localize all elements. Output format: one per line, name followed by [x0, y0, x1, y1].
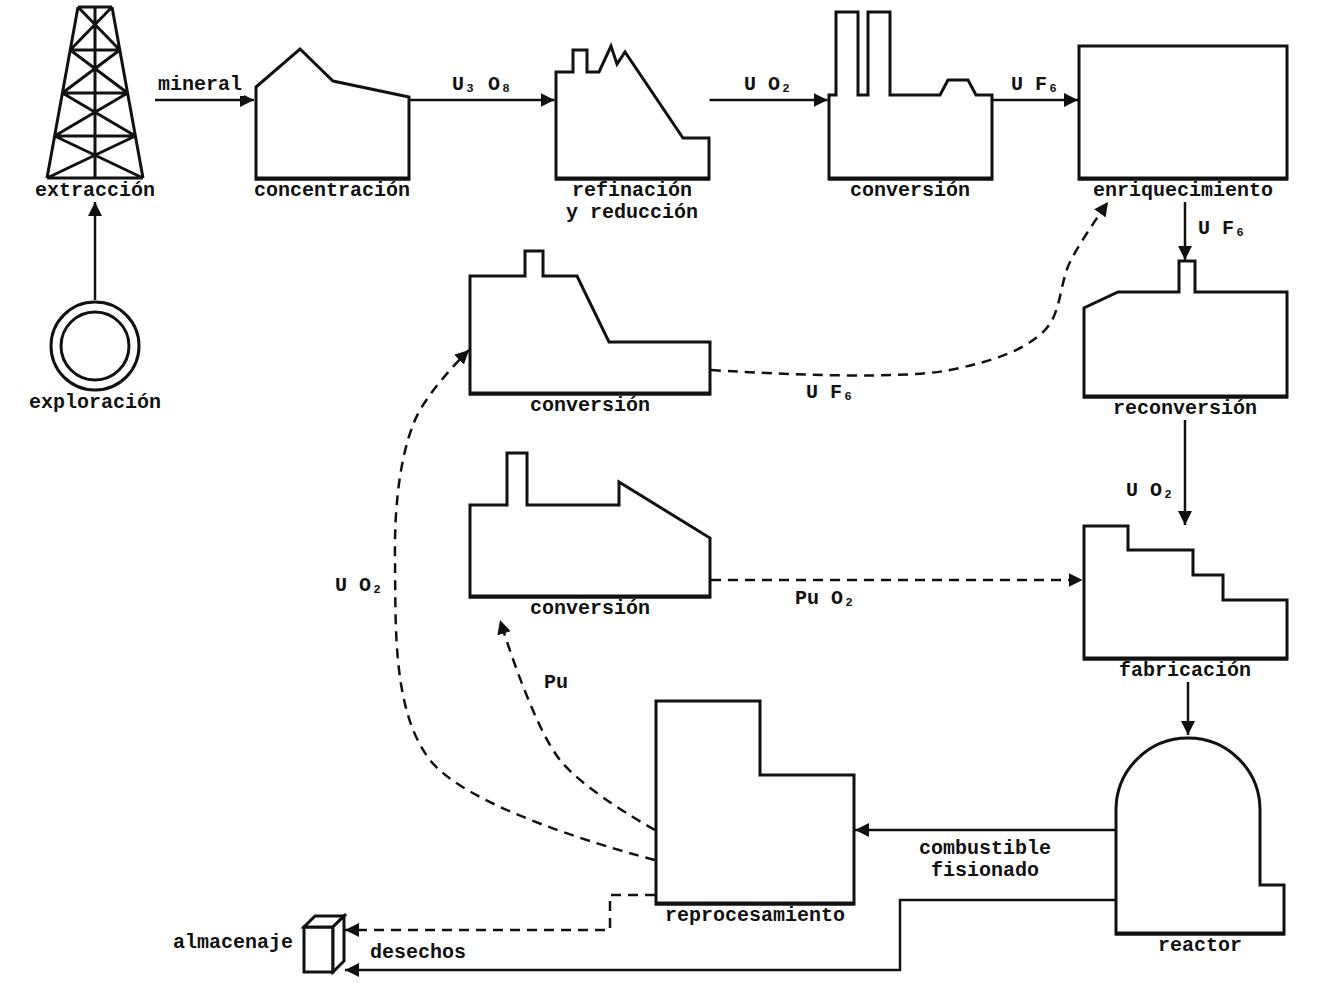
- shape-outline: [304, 916, 344, 972]
- flow-label: Pu: [542, 672, 570, 694]
- building-outline: [1084, 261, 1287, 397]
- building-outline: [1116, 738, 1284, 934]
- flow-label: U O₂: [1124, 480, 1176, 502]
- building-outline: [1079, 46, 1287, 179]
- shape-outline: [256, 49, 409, 179]
- node-label: reprocesamiento: [665, 905, 845, 927]
- flow-arrow: [500, 620, 655, 830]
- process-node: extracción: [35, 5, 155, 202]
- inner-ring: [61, 312, 129, 380]
- plant-building: [1083, 525, 1288, 660]
- flow-label: U F₆: [1009, 74, 1061, 96]
- shape-outline: [1116, 738, 1284, 934]
- flow-arrow: [155, 99, 254, 102]
- process-node: fabricación: [1083, 525, 1288, 682]
- building-outline: [470, 453, 710, 597]
- process-node: conversión: [469, 450, 711, 620]
- flow-label: U O₂: [333, 575, 385, 597]
- process-node: conversión: [469, 250, 711, 417]
- flow-arrow: [711, 202, 1108, 375]
- exploration-icon: [49, 300, 141, 392]
- shape-outline: [1079, 46, 1287, 179]
- process-node: reprocesamiento: [655, 700, 855, 927]
- flow-arrow: [1184, 420, 1187, 525]
- process-node: concentración: [254, 45, 410, 202]
- building-outline: [656, 701, 854, 904]
- process-node: exploración: [29, 300, 161, 414]
- reactor-building: [1115, 735, 1285, 935]
- flow-arrow: [94, 202, 97, 300]
- shape-outline: [829, 12, 992, 179]
- cube-face: [304, 927, 333, 972]
- flow-label: U₃ O₈: [450, 74, 514, 96]
- building-outline: [556, 46, 709, 179]
- shape-outline: [556, 46, 709, 179]
- shape-outline: [51, 302, 139, 390]
- process-node: almacenaje: [173, 913, 345, 973]
- flow-arrow: [345, 900, 1115, 970]
- plant-building: [469, 450, 711, 598]
- process-node: reconversión: [1083, 260, 1288, 420]
- node-label: conversión: [850, 180, 970, 202]
- shape-outline: [656, 701, 854, 904]
- flow-label: combustible fisionado: [913, 838, 1057, 882]
- shape-outline: [470, 453, 710, 597]
- flow-arrow: [345, 895, 655, 930]
- building-outline: [256, 49, 409, 179]
- node-label: extracción: [35, 180, 155, 202]
- connector-group: [95, 100, 1188, 970]
- node-label: exploración: [29, 392, 161, 414]
- node-label: concentración: [254, 180, 410, 202]
- plant-building: [655, 700, 855, 905]
- shape-outline: [1084, 526, 1287, 659]
- node-label: reactor: [1158, 935, 1242, 957]
- flow-label: desechos: [368, 942, 468, 964]
- process-node: conversión: [828, 10, 993, 202]
- node-label: reconversión: [1113, 398, 1257, 420]
- derrick-icon: [45, 5, 145, 180]
- node-label: almacenaje: [173, 932, 293, 954]
- flow-arrow: [1187, 682, 1190, 735]
- flow-label: U O₂: [742, 74, 794, 96]
- cube-face: [333, 916, 344, 972]
- node-label: refinación y reducción: [564, 180, 700, 224]
- building-outline: [470, 251, 710, 394]
- flow-arrow: [1184, 202, 1187, 260]
- process-node: refinación y reducción: [555, 40, 710, 224]
- flow-label: Pu O₂: [793, 588, 857, 610]
- plant-building: [828, 10, 993, 180]
- flow-arrow: [710, 99, 828, 102]
- node-label: conversión: [530, 598, 650, 620]
- flow-arrow: [410, 99, 554, 102]
- node-label: fabricación: [1119, 660, 1251, 682]
- node-label: conversión: [530, 395, 650, 417]
- flow-arrow: [395, 350, 655, 860]
- building-outline: [1084, 526, 1287, 659]
- derrick-frame: [47, 7, 143, 178]
- shape-outline: [1084, 261, 1287, 397]
- plant-building: [1083, 260, 1288, 398]
- process-node: reactor: [1115, 735, 1285, 957]
- outer-ring: [51, 302, 139, 390]
- shape-outline: [47, 7, 143, 178]
- flow-label: U F₆: [1196, 218, 1248, 240]
- flow-label: mineral: [156, 74, 244, 96]
- storage-cube: [303, 913, 345, 973]
- shape-outline: [470, 251, 710, 394]
- flow-arrow: [993, 99, 1079, 102]
- plant-building: [1078, 45, 1288, 180]
- flow-label: U F₆: [804, 382, 856, 404]
- flow-arrow: [711, 579, 1083, 582]
- process-node: enriquecimiento: [1078, 45, 1288, 202]
- flow-arrow: [855, 829, 1115, 832]
- node-label: enriquecimiento: [1093, 180, 1273, 202]
- plant-building: [469, 250, 711, 395]
- plant-building: [555, 40, 710, 180]
- plant-building: [255, 45, 410, 180]
- building-outline: [829, 12, 992, 179]
